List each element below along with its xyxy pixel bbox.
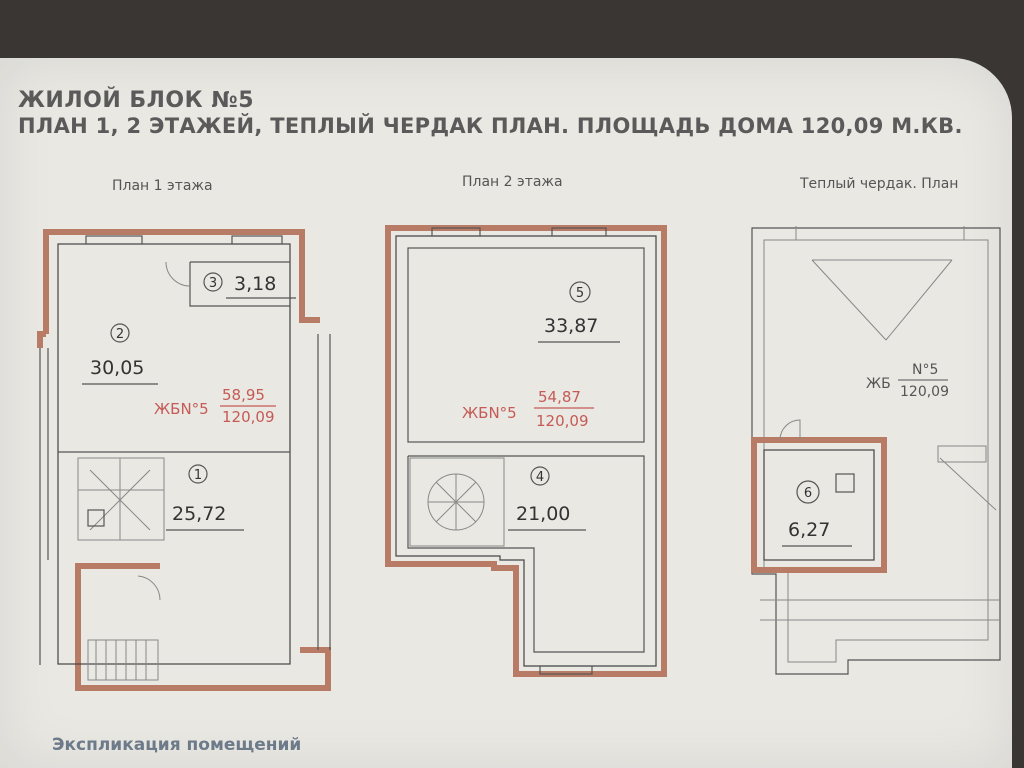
room-2-area: 30,05 xyxy=(90,357,144,379)
room-3-number: 3 xyxy=(209,276,217,291)
room-6-marker xyxy=(796,480,820,504)
room-5-area: 33,87 xyxy=(544,315,598,337)
plan-1-outer-wall xyxy=(43,229,320,334)
room-3-marker xyxy=(203,272,223,292)
plan-1-stairs xyxy=(77,457,165,541)
room-6-wall xyxy=(751,437,887,573)
room-1-area: 25,72 xyxy=(172,503,226,525)
room-1-number: 1 xyxy=(194,468,202,483)
plan-2-caption: План 2 этажа xyxy=(462,174,563,190)
room-6-inner xyxy=(763,449,875,561)
plan-3-block-top: N°5 xyxy=(912,362,938,378)
plan-1-lower-wall xyxy=(75,563,331,691)
room-4-marker xyxy=(530,466,550,486)
room-4-area: 21,00 xyxy=(516,503,570,525)
plan-3-roof-lines xyxy=(795,226,965,341)
plan-1-caption: План 1 этажа xyxy=(112,178,213,194)
plan-1-window-top xyxy=(85,235,143,245)
plan-1-block-top: 58,95 xyxy=(222,386,265,404)
room-6-door xyxy=(779,419,801,441)
plan-sheet xyxy=(0,58,1012,768)
plan-1: 3 3,18 2 30,05 ЖБN°5 58,95 120,09 1 25,7… xyxy=(37,229,331,691)
plan-3-vent xyxy=(937,445,987,463)
room-5-marker xyxy=(569,281,591,303)
plan-2-window-2 xyxy=(551,227,607,237)
plan-2-block-top: 54,87 xyxy=(538,388,581,406)
plan-1-entry-door xyxy=(137,575,161,601)
plan-3-block-bottom: 120,09 xyxy=(900,384,949,400)
plan-2-window-1 xyxy=(431,227,481,237)
room-3-door xyxy=(165,261,191,287)
room-6-number: 6 xyxy=(804,486,812,501)
room-4-outline xyxy=(407,455,645,653)
plan-1-stairs-lines xyxy=(78,458,164,540)
room-5-number: 5 xyxy=(576,286,584,301)
plan-2-block-bottom: 120,09 xyxy=(536,412,589,430)
plan-2: 5 33,87 ЖБN°5 54,87 120,09 4 21,00 xyxy=(385,225,667,677)
plan-1-stove xyxy=(87,509,105,527)
plan-1-block-label: ЖБN°5 xyxy=(154,400,209,418)
plan-2-stairs-lines xyxy=(428,474,484,530)
room-1-marker xyxy=(188,464,208,484)
plan-3-caption: Теплый чердак. План xyxy=(800,176,959,192)
plan-3-outline xyxy=(751,227,1001,675)
plan-3-block-label: ЖБ xyxy=(866,376,891,392)
page-subtitle: ПЛАН 1, 2 ЭТАЖЕЙ, ТЕПЛЫЙ ЧЕРДАК ПЛАН. ПЛ… xyxy=(18,114,963,138)
room-4-number: 4 xyxy=(536,470,544,485)
room-3-area: 3,18 xyxy=(234,273,276,295)
plan-2-block-label: ЖБN°5 xyxy=(462,404,517,422)
plan-1-inner-outline xyxy=(57,243,291,665)
plan-2-window-3 xyxy=(539,665,593,675)
room-2-number: 2 xyxy=(116,327,124,342)
plan-2-outer-wall-inner xyxy=(395,235,657,667)
plan-3: 6 6,27 ЖБ N°5 120,09 xyxy=(751,226,1001,675)
plan-1-porch-steps xyxy=(95,640,147,680)
plan-1-block-bottom: 120,09 xyxy=(222,408,275,426)
plan-3-diag-lines xyxy=(760,457,1000,621)
plan-1-wall-left-stub xyxy=(37,331,46,348)
room-5-outline xyxy=(407,247,645,443)
plan-1-porch xyxy=(87,639,159,681)
room-2-marker xyxy=(110,323,130,343)
plan-2-outer-wall xyxy=(385,225,667,677)
plan-2-stairs xyxy=(409,457,505,547)
room-6-area: 6,27 xyxy=(788,519,830,541)
plan-1-window-top-2 xyxy=(231,235,283,245)
room-6-equipment xyxy=(835,473,855,493)
footer-caption: Экспликация помещений xyxy=(52,735,302,755)
page-title: ЖИЛОЙ БЛОК №5 xyxy=(18,88,255,113)
plan-3-outline-inner xyxy=(763,239,989,663)
